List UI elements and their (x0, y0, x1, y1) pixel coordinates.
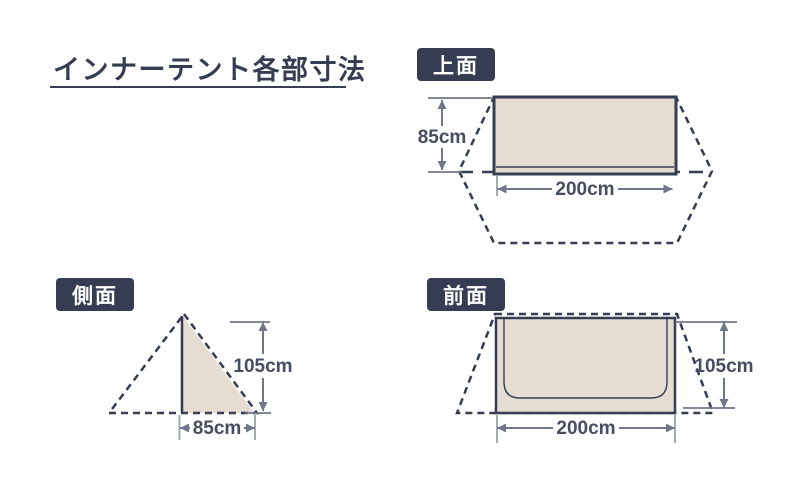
dimension-width-200cm: 200cm (496, 415, 676, 443)
dimension-depth-85cm: 85cm (418, 97, 493, 173)
top-view-diagram: 85cm 200cm (418, 95, 714, 245)
badge-top-view: 上面 (417, 48, 495, 81)
front-height-label: 105cm (694, 356, 753, 377)
dimension-width-200cm: 200cm (496, 175, 673, 200)
badge-side-view-label: 側面 (72, 284, 118, 308)
arrow-up-icon (258, 322, 268, 331)
top-depth-label: 85cm (418, 127, 467, 148)
front-width-label: 200cm (556, 418, 615, 439)
outer-tent-side (106, 311, 260, 415)
side-view-diagram: 105cm 85cm (106, 311, 293, 440)
badge-front-view-label: 前面 (443, 284, 489, 308)
arrow-down-icon (258, 402, 268, 411)
inner-tent-front (494, 316, 677, 415)
arrow-left-icon (497, 184, 507, 194)
arrow-down-icon (437, 161, 447, 170)
dimension-height-105cm: 105cm (675, 321, 754, 409)
tent-door-outline (503, 318, 668, 399)
arrow-right-icon (666, 423, 675, 433)
dimension-depth-85cm: 85cm (178, 415, 256, 440)
page-title: インナーテント各部寸法 (53, 55, 367, 85)
arrow-up-icon (437, 100, 447, 109)
arrow-up-icon (719, 322, 729, 331)
badge-front-view: 前面 (427, 278, 505, 311)
dimension-height-105cm: 105cm (230, 321, 293, 414)
arrow-down-icon (719, 399, 729, 408)
arrow-right-icon (246, 423, 255, 433)
badge-top-view-label: 上面 (433, 54, 479, 78)
inner-tent-side (180, 316, 254, 413)
side-depth-label: 85cm (193, 418, 242, 439)
arrow-left-icon (497, 423, 506, 433)
title-underline (50, 86, 346, 88)
arrow-right-icon (663, 184, 673, 194)
side-height-label: 105cm (233, 356, 292, 377)
badge-side-view: 側面 (56, 278, 134, 311)
inner-tent-top (492, 95, 678, 176)
front-view-diagram: 105cm 200cm (455, 312, 754, 443)
arrow-left-icon (180, 423, 189, 433)
top-width-label: 200cm (555, 179, 614, 200)
